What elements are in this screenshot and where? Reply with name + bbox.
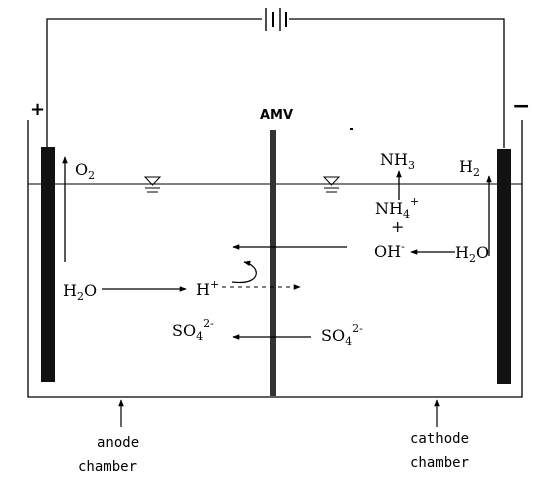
tank-wall bbox=[27, 120, 523, 398]
anode-electrode bbox=[41, 147, 55, 382]
so4-left-label: SO42- bbox=[172, 317, 214, 343]
o2-label: O2 bbox=[75, 160, 95, 182]
circuit-wire-right bbox=[289, 18, 505, 148]
membrane bbox=[270, 130, 276, 396]
cathode-electrode bbox=[497, 149, 511, 384]
cathode-chamber-label-line1: cathode bbox=[410, 431, 469, 447]
anode-chamber-label-line1: anode bbox=[97, 435, 139, 451]
h-plus-label: H+ bbox=[196, 278, 219, 299]
cathode-chamber-label-line2: chamber bbox=[410, 455, 469, 471]
nh4-label: NH4+ bbox=[375, 195, 419, 221]
h2-label: H2 bbox=[459, 157, 480, 179]
membrane-label: AMV bbox=[260, 108, 293, 123]
oh-label: OH- bbox=[374, 240, 405, 261]
proton-rebound-arrow bbox=[231, 260, 257, 284]
water-level-symbol-left bbox=[143, 176, 162, 193]
h2o-cathode-label: H2O bbox=[455, 243, 489, 265]
negative-terminal-label: − bbox=[512, 94, 530, 119]
plus-sign: + bbox=[391, 217, 404, 236]
speck bbox=[350, 128, 353, 130]
so4-right-label: SO42- bbox=[321, 322, 363, 348]
anode-chamber-label-line2: chamber bbox=[78, 459, 137, 475]
battery-icon bbox=[265, 8, 287, 31]
positive-terminal-label: + bbox=[30, 99, 45, 120]
h2o-anode-label: H2O bbox=[63, 281, 97, 303]
circuit-wire bbox=[46, 18, 262, 148]
water-level-symbol-right bbox=[322, 176, 341, 193]
nh3-label: NH3 bbox=[380, 150, 415, 172]
